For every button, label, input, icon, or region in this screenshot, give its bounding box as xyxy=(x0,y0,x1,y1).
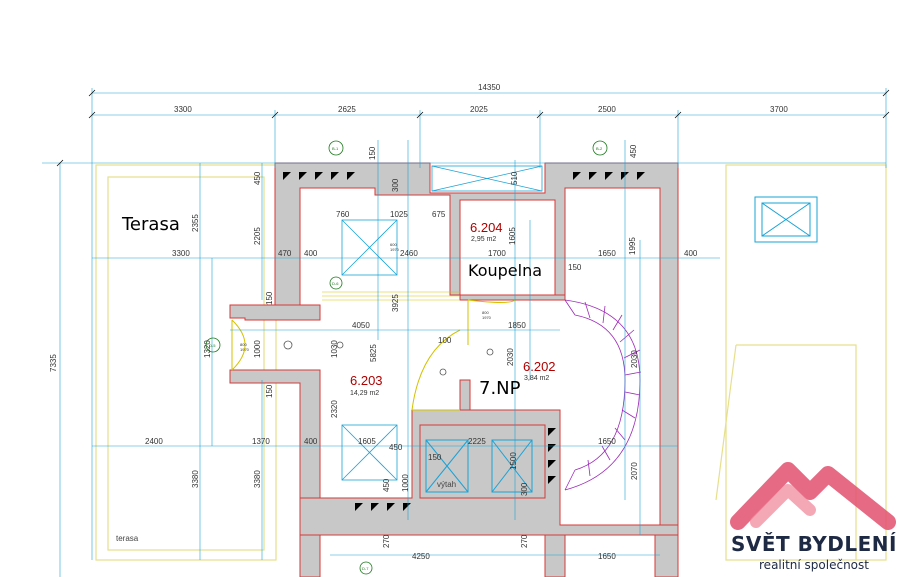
dim-5825: 5825 xyxy=(369,344,378,362)
room-6204-area: 2,95 m2 xyxy=(471,236,496,243)
label-floor: 7.NP xyxy=(479,378,521,399)
dim-4050: 4050 xyxy=(352,321,370,330)
dim-1700: 1700 xyxy=(488,249,506,258)
dim-1650: 1650 xyxy=(598,249,616,258)
dim-450c: 450 xyxy=(389,443,403,452)
railings xyxy=(322,291,460,301)
dim-1650c: 1650 xyxy=(598,552,616,561)
walls xyxy=(229,162,679,577)
dim-2225: 2225 xyxy=(468,437,486,446)
axis-tag-b1: B-1 xyxy=(332,146,339,151)
dim-2030: 2030 xyxy=(506,348,515,366)
dim-3300: 3300 xyxy=(172,249,190,258)
dim-1995: 1995 xyxy=(628,237,637,255)
dim-2355: 2355 xyxy=(191,214,200,232)
room-6203-area: 14,29 m2 xyxy=(350,390,379,397)
dim-2460: 2460 xyxy=(400,249,418,258)
dim-100: 100 xyxy=(438,336,452,345)
logo-title: SVĚT BYDLENÍ xyxy=(731,532,897,556)
dim-top-2: 2625 xyxy=(338,105,356,114)
label-terasa-small: terasa xyxy=(116,534,139,543)
dim-150d: 150 xyxy=(265,384,274,398)
axis-tag-d7: D-7 xyxy=(362,566,369,571)
dimension-lines xyxy=(42,88,887,577)
label-koupelna: Koupelna xyxy=(468,261,542,280)
elevator-shaft xyxy=(419,424,546,499)
dim-top-1: 3300 xyxy=(174,105,192,114)
dim-760: 760 xyxy=(336,210,350,219)
dim-2030b: 2030 xyxy=(630,350,639,368)
label-vytah: výtah xyxy=(437,480,456,489)
dim-450b: 450 xyxy=(629,144,638,158)
logo-subtitle: realitní společnost xyxy=(759,558,869,572)
dim-450d: 450 xyxy=(382,478,391,492)
dim-510: 510 xyxy=(510,171,519,185)
room-6202-area: 3,84 m2 xyxy=(524,375,549,382)
dim-2070: 2070 xyxy=(630,462,639,480)
dim-150c: 150 xyxy=(265,291,274,305)
dim-3380a: 3380 xyxy=(191,470,200,488)
dim-1320: 1320 xyxy=(203,340,212,358)
dim-1850: 1850 xyxy=(508,321,526,330)
house-roof-icon xyxy=(730,462,896,530)
dim-1000b: 1000 xyxy=(401,474,410,492)
dim-150a: 150 xyxy=(368,146,377,160)
dim-2320: 2320 xyxy=(330,400,339,418)
dim-1650b: 1650 xyxy=(598,437,616,446)
dim-1025: 1025 xyxy=(390,210,408,219)
dim-1605b: 1605 xyxy=(358,437,376,446)
axis-tag-d6: D-6 xyxy=(332,281,339,286)
dim-top-4: 2500 xyxy=(598,105,616,114)
dim-2400: 2400 xyxy=(145,437,163,446)
brand-logo: SVĚT BYDLENÍ realitní společnost xyxy=(728,452,900,577)
dim-300b: 300 xyxy=(520,482,529,496)
dim-1000: 1000 xyxy=(253,340,262,358)
dim-1605: 1605 xyxy=(508,227,517,245)
top-shaft xyxy=(431,165,543,192)
room-6202-id: 6.202 xyxy=(523,359,556,374)
spiral-stair xyxy=(564,299,642,491)
dim-300: 300 xyxy=(391,178,400,192)
skylight xyxy=(754,196,818,243)
dim-400: 400 xyxy=(304,249,318,258)
axis-tag-b2: B-2 xyxy=(596,146,603,151)
axis-tag-d5: D-5 xyxy=(209,343,216,348)
dim-3925: 3925 xyxy=(391,294,400,312)
axis-tags xyxy=(205,140,608,575)
column-markers xyxy=(283,172,645,511)
dim-470: 470 xyxy=(278,249,292,258)
dim-150b: 150 xyxy=(568,263,582,272)
dim-270a: 270 xyxy=(382,534,391,548)
dim-400c: 400 xyxy=(304,437,318,446)
room-6203-id: 6.203 xyxy=(350,373,383,388)
dim-top-5: 3700 xyxy=(770,105,788,114)
dim-150-shaft: 150 xyxy=(428,453,442,462)
terrace-left-outline xyxy=(95,164,277,561)
dim-1030: 1030 xyxy=(330,340,339,358)
doors xyxy=(231,299,516,411)
dim-675: 675 xyxy=(432,210,446,219)
dim-1500: 1500 xyxy=(509,452,518,470)
dim-400b: 400 xyxy=(684,249,698,258)
dim-2205: 2205 xyxy=(253,227,262,245)
dim-1370: 1370 xyxy=(252,437,270,446)
label-terasa: Terasa xyxy=(121,214,180,235)
vent-shafts xyxy=(341,219,398,481)
dim-left-height: 7335 xyxy=(49,354,58,372)
dim-450a: 450 xyxy=(253,171,262,185)
dim-top-3: 2025 xyxy=(470,105,488,114)
dim-overall: 14350 xyxy=(478,83,501,92)
dim-3380b: 3380 xyxy=(253,470,262,488)
dimension-ticks xyxy=(56,89,890,167)
room-6204-id: 6.204 xyxy=(470,220,503,235)
dim-4250: 4250 xyxy=(412,552,430,561)
dim-270b: 270 xyxy=(520,534,529,548)
lights xyxy=(283,340,494,376)
